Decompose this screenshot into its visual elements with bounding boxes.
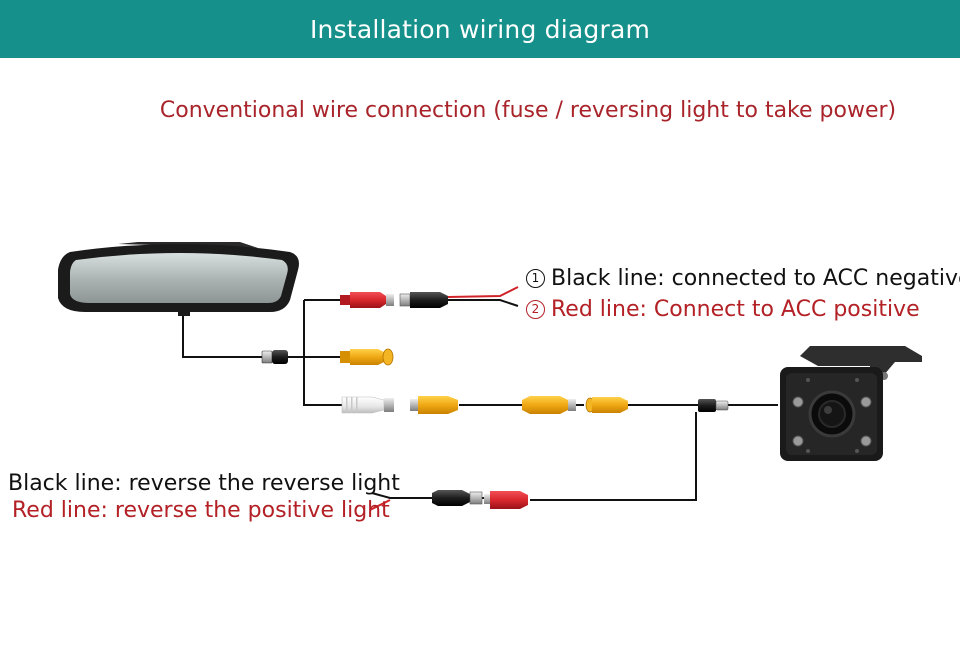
header-banner: Installation wiring diagram — [0, 0, 960, 58]
trunk-cable — [286, 300, 344, 406]
rear-camera — [780, 346, 922, 461]
header-title: Installation wiring diagram — [309, 14, 651, 44]
power-red-split — [447, 286, 519, 298]
acc-negative-label: 1 Black line: connected to ACC negative — [526, 265, 960, 293]
subtitle: Conventional wire connection (fuse / rev… — [159, 98, 897, 123]
camera-junction — [698, 399, 729, 412]
monitor-inline-plug — [261, 350, 288, 364]
power-black-split — [448, 299, 519, 307]
extension-rca-yellow — [522, 396, 576, 414]
camera-rca-yellow — [410, 396, 458, 414]
acc-negative-text: Black line: connected to ACC negative — [551, 266, 960, 291]
extension-rca-yellow-female — [585, 397, 628, 413]
reverse-red-label: Red line: reverse the positive light — [12, 498, 390, 523]
power-dc-plug — [399, 292, 448, 308]
power-rca-red — [340, 292, 394, 308]
reverse-split-black — [371, 492, 432, 499]
monitor-cable — [182, 312, 266, 358]
reverse-dc-plug — [432, 490, 483, 506]
red-wires — [369, 286, 519, 511]
reverse-black-label: Black line: reverse the reverse light — [8, 471, 400, 496]
video-rca-yellow — [340, 348, 394, 366]
camera-rca-white — [341, 396, 394, 414]
acc-positive-text: Red line: Connect to ACC positive — [551, 297, 920, 322]
acc-positive-label: 2 Red line: Connect to ACC positive — [526, 296, 920, 324]
reverse-rca-red — [484, 491, 528, 509]
acc-positive-number: 2 — [526, 300, 545, 319]
reverse-trunk — [530, 412, 697, 501]
wires — [182, 299, 778, 501]
mirror-monitor — [58, 242, 299, 316]
acc-negative-number: 1 — [526, 269, 545, 288]
reverse-red-split — [369, 499, 391, 511]
